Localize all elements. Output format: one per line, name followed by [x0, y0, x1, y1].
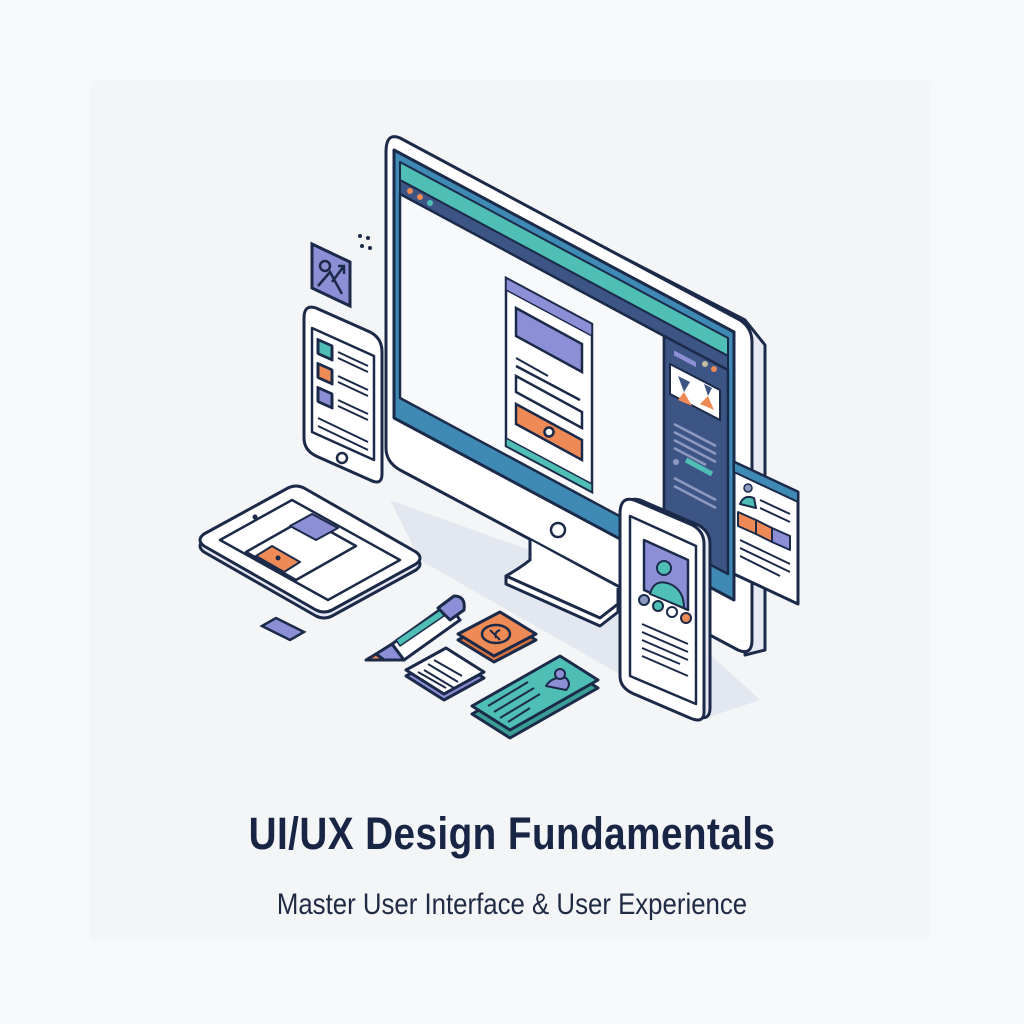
marker-pen [364, 594, 466, 662]
page-subtitle: Master User Interface & User Experience [276, 888, 748, 921]
orange-badge [456, 610, 538, 664]
monitor-sidebar-panel [669, 350, 721, 510]
page-title: UI/UX Design Fundamentals [248, 808, 776, 859]
monitor-wireframe-card [504, 275, 594, 495]
monitor-stand [504, 540, 620, 628]
floating-profile-window [732, 460, 800, 606]
small-purple-chip [259, 616, 307, 642]
phone-right [618, 497, 712, 722]
profile-card [470, 654, 600, 740]
image-icon-card [310, 234, 372, 309]
phone-left [302, 305, 384, 484]
tablet [198, 484, 422, 620]
note-card [404, 646, 486, 702]
